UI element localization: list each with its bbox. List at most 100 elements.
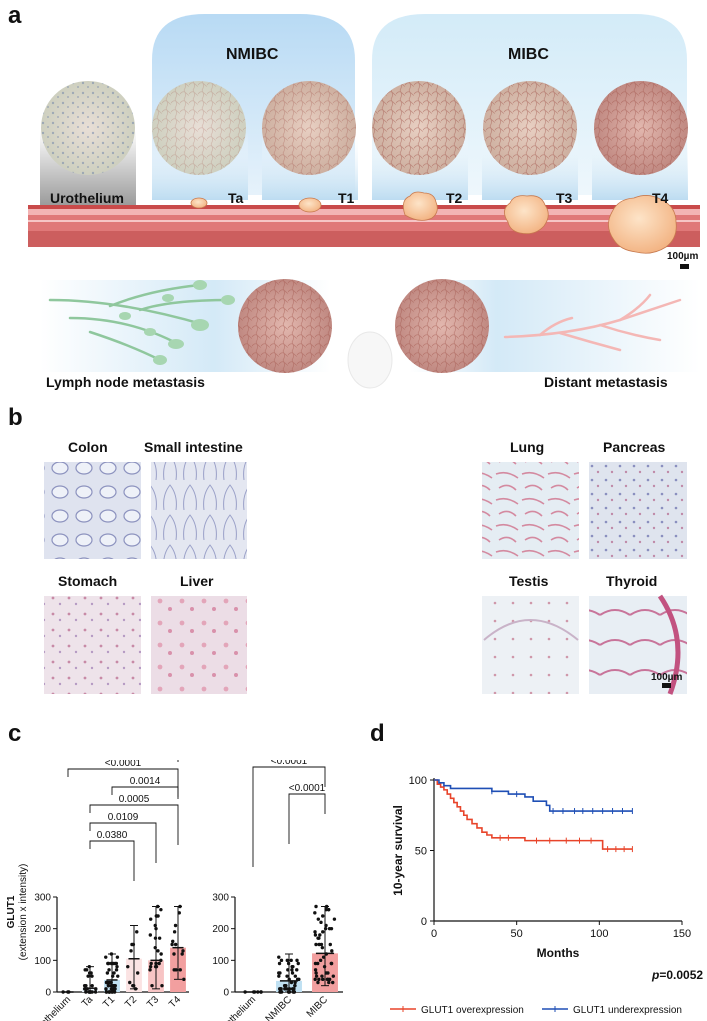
panel-b-tissue-grid xyxy=(44,462,687,695)
legend-label: GLUT1 overexpression xyxy=(421,1005,524,1016)
ihc-core-t4 xyxy=(594,81,688,175)
data-point xyxy=(106,961,110,966)
data-point xyxy=(319,920,323,925)
data-point xyxy=(180,952,184,956)
data-point xyxy=(135,971,140,975)
survival-curve xyxy=(434,779,633,812)
data-point xyxy=(279,987,283,991)
legend-label: GLUT1 underexpression xyxy=(573,1005,682,1016)
data-point xyxy=(313,977,317,982)
comparison-label: <0.0001 xyxy=(105,760,142,769)
data-point xyxy=(172,952,176,956)
panel-c-letter: c xyxy=(8,720,22,747)
tumor-t3 xyxy=(504,195,549,235)
data-point xyxy=(160,983,164,988)
data-point xyxy=(277,974,281,978)
data-point xyxy=(329,961,334,966)
data-point xyxy=(313,933,318,937)
data-point xyxy=(157,961,161,966)
data-point xyxy=(316,917,321,921)
tissue-image-stomach xyxy=(44,596,141,694)
data-point xyxy=(159,952,163,956)
tumor-ta xyxy=(190,197,208,209)
comparison-label: 0.0014 xyxy=(130,776,161,787)
data-point xyxy=(277,971,281,975)
data-point xyxy=(182,977,186,982)
x-tick-label: 50 xyxy=(511,928,523,940)
comparison-label: 0.0109 xyxy=(108,812,139,823)
data-point xyxy=(321,914,325,918)
pvalue-value: =0.0052 xyxy=(659,968,704,982)
comparison-bracket xyxy=(89,822,157,863)
data-point xyxy=(115,955,120,959)
data-point xyxy=(114,961,119,966)
x-axis-label: Months xyxy=(537,946,580,960)
tissue-label-colon: Colon xyxy=(68,439,108,455)
comparison-bracket xyxy=(89,804,179,845)
ihc-core-t3 xyxy=(483,81,577,175)
data-point xyxy=(285,974,289,978)
data-point xyxy=(178,968,182,972)
data-point xyxy=(90,983,94,988)
stage-label-t3: T3 xyxy=(556,190,573,206)
tissue-label-small-intestine: Small intestine xyxy=(144,439,243,455)
pvalue-p: p xyxy=(652,968,660,982)
data-point xyxy=(327,980,331,985)
comparison-bracket xyxy=(67,768,179,799)
x-tick-label: T3 xyxy=(145,994,161,1010)
y-axis-label: 10-year survival xyxy=(391,805,405,896)
x-tick-label: T4 xyxy=(167,994,183,1010)
data-point xyxy=(323,926,328,931)
data-point xyxy=(104,987,108,991)
tissue-label-lung: Lung xyxy=(510,439,545,455)
data-point xyxy=(293,983,297,988)
data-point xyxy=(313,961,318,966)
data-point xyxy=(116,974,120,978)
data-point xyxy=(292,987,296,991)
data-point xyxy=(321,955,326,959)
data-point xyxy=(331,980,335,985)
data-point xyxy=(292,990,297,994)
panel-a-letter: a xyxy=(8,2,22,29)
data-point xyxy=(129,949,133,953)
data-point xyxy=(170,942,174,947)
lymph-metastasis-label: Lymph node metastasis xyxy=(46,374,205,390)
data-point xyxy=(326,907,331,912)
data-point xyxy=(284,987,289,991)
data-point xyxy=(84,983,88,988)
data-point xyxy=(331,974,336,978)
tissue-image-colon xyxy=(44,462,141,559)
comparison-label: 0.0380 xyxy=(97,830,128,841)
ihc-core-lymph xyxy=(238,279,332,373)
y-tick-label: 0 xyxy=(45,988,51,999)
ihc-core-ta xyxy=(152,81,246,175)
data-point xyxy=(105,971,110,975)
data-point xyxy=(172,930,177,934)
x-tick-label: MIBC xyxy=(305,994,330,1019)
data-point xyxy=(316,936,320,940)
data-point xyxy=(107,968,111,972)
data-point xyxy=(285,958,289,963)
panel-d-letter: d xyxy=(370,720,385,747)
data-point xyxy=(105,990,109,994)
mibc-label: MIBC xyxy=(508,46,549,63)
data-point xyxy=(317,942,321,947)
x-tick-label: 150 xyxy=(673,928,691,940)
blood-vessel-drawing xyxy=(503,293,682,352)
data-point xyxy=(313,968,318,972)
data-point xyxy=(114,968,119,972)
stage-label-t4: T4 xyxy=(652,190,669,206)
x-tick-label: T1 xyxy=(101,994,117,1010)
tumor-t2 xyxy=(402,191,438,221)
data-point xyxy=(159,907,163,912)
data-point xyxy=(173,923,178,928)
y-tick-label: 200 xyxy=(212,924,229,935)
data-point xyxy=(174,968,178,972)
x-tick-label: Urothelium xyxy=(216,994,258,1021)
data-point xyxy=(320,977,325,982)
data-point xyxy=(330,949,334,953)
survival-curve xyxy=(434,779,633,850)
ihc-core-urothelium xyxy=(41,81,135,175)
